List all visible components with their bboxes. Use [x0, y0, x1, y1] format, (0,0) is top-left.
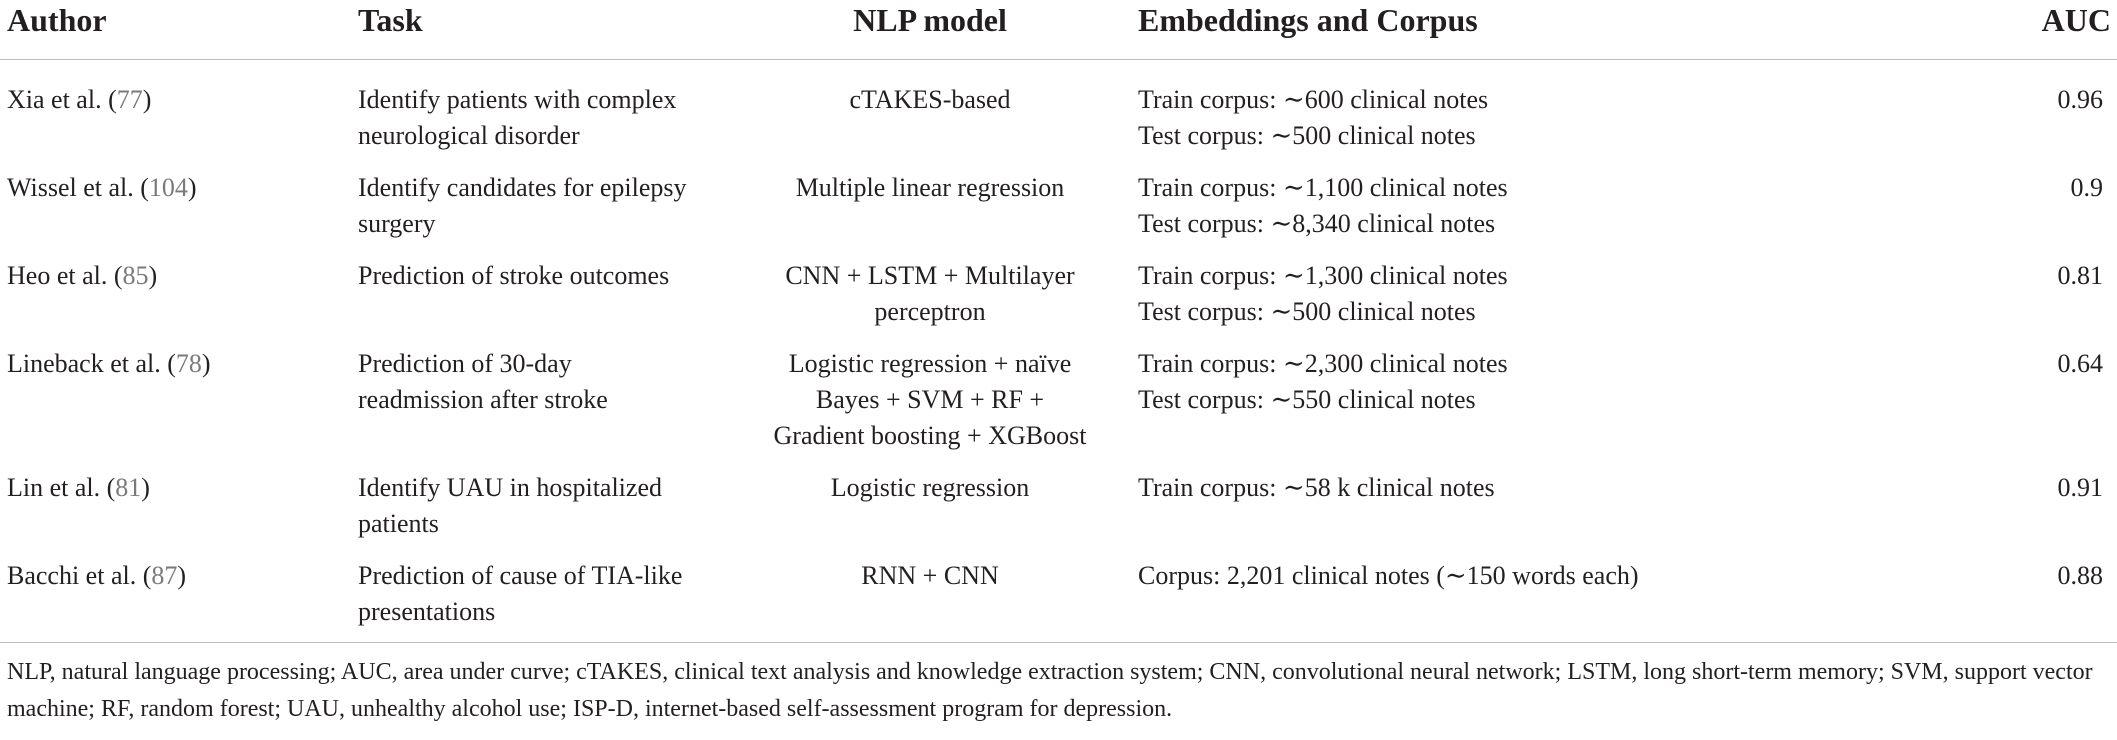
auc-cell: 0.64	[2057, 349, 2104, 378]
task-cell: Identify UAU in hospitalized patients	[358, 473, 662, 538]
header-author: Author	[0, 0, 350, 60]
author-cell: Wissel et al. (104)	[0, 170, 350, 258]
reference-link[interactable]: 78	[175, 349, 202, 378]
author-name: Heo et al. (	[7, 261, 123, 290]
nlp-model-cell: RNN + CNN	[730, 558, 1130, 643]
task-cell: Prediction of cause of TIA-like presenta…	[350, 558, 730, 643]
author-paren-close: )	[177, 561, 187, 590]
corpus-line: Train corpus: ∼58 k clinical notes	[1138, 473, 1495, 502]
table-row: Bacchi et al. (87)Prediction of cause of…	[0, 558, 2117, 643]
corpus-line: Train corpus: ∼1,100 clinical notes	[1138, 173, 1508, 202]
nlp-model-cell: cTAKES-based	[849, 85, 1011, 114]
corpus-line: Train corpus: ∼2,300 clinical notes	[1138, 349, 1508, 378]
author-paren-close: )	[201, 349, 211, 378]
auc-cell: 0.91	[2057, 473, 2104, 502]
author-name: Bacchi et al. (	[7, 561, 152, 590]
task-cell: Identify candidates for epilepsy surgery	[358, 173, 687, 238]
author-cell: Lineback et al. (78)	[0, 346, 350, 470]
auc-cell: 0.9	[2070, 173, 2104, 202]
embeddings-cell: Train corpus: ∼58 k clinical notes	[1130, 470, 1757, 558]
auc-cell: 0.96	[2057, 85, 2104, 114]
author-paren-close: )	[142, 85, 152, 114]
author-name: Lin et al. (	[7, 473, 116, 502]
author-cell: Xia et al. (77)	[0, 60, 350, 171]
nlp-models-table: Author Task NLP model Embeddings and Cor…	[0, 0, 2117, 643]
author-cell: Lin et al. (81)	[0, 470, 350, 558]
nlp-model-cell: Multiple linear regression	[795, 173, 1065, 202]
header-nlp-model: NLP model	[730, 0, 1130, 60]
nlp-model-cell: Logistic regression	[830, 473, 1030, 502]
table-footnote: NLP, natural language processing; AUC, a…	[7, 659, 2093, 722]
author-name: Xia et al. (	[7, 85, 117, 114]
task-cell: Identify patients with complex neurologi…	[358, 85, 677, 150]
task-cell: Prediction of 30-day readmission after s…	[358, 349, 608, 414]
nlp-model-cell: CNN + LSTM + Multilayer perceptron	[785, 261, 1075, 326]
corpus-line: Test corpus: ∼550 clinical notes	[1138, 385, 1476, 414]
nlp-model-cell: Logistic regression + naïve Bayes + SVM …	[773, 349, 1087, 450]
auc-cell: 0.88	[1757, 558, 2117, 643]
table-row: Heo et al. (85) Prediction of stroke outc…	[0, 258, 2117, 346]
corpus-line: Test corpus: ∼500 clinical notes	[1138, 121, 1476, 150]
corpus-line: Train corpus: ∼600 clinical notes	[1138, 85, 1489, 114]
auc-cell: 0.81	[2057, 261, 2104, 290]
header-task: Task	[350, 0, 730, 60]
header-auc: AUC	[1757, 0, 2117, 60]
corpus-line: Test corpus: ∼8,340 clinical notes	[1138, 209, 1496, 238]
author-paren-close: )	[187, 173, 197, 202]
task-cell: Prediction of stroke outcomes	[358, 261, 670, 290]
author-cell: Heo et al. (85)	[0, 258, 350, 346]
corpus-line: Test corpus: ∼500 clinical notes	[1138, 297, 1476, 326]
reference-link[interactable]: 85	[122, 261, 149, 290]
reference-link[interactable]: 81	[115, 473, 142, 502]
corpus-line: Corpus: 2,201 clinical notes (∼150 words…	[1138, 561, 1639, 590]
author-paren-close: )	[148, 261, 158, 290]
table-row: Lin et al. (81)Identify UAU in hospitali…	[0, 470, 2117, 558]
table-row: Xia et al. (77)Identify patients with co…	[0, 60, 2117, 171]
reference-link[interactable]: 87	[151, 561, 178, 590]
reference-link[interactable]: 104	[148, 173, 188, 202]
corpus-line: Train corpus: ∼1,300 clinical notes	[1138, 261, 1508, 290]
header-row: Author Task NLP model Embeddings and Cor…	[0, 0, 2117, 60]
author-name: Lineback et al. (	[7, 349, 176, 378]
author-name: Wissel et al. (	[7, 173, 149, 202]
embeddings-cell: Corpus: 2,201 clinical notes (∼150 words…	[1130, 558, 1757, 643]
table-row: Wissel et al. (104)Identify candidates f…	[0, 170, 2117, 258]
table-row: Lineback et al. (78)Prediction of 30-day…	[0, 346, 2117, 470]
reference-link[interactable]: 77	[116, 85, 143, 114]
author-paren-close: )	[141, 473, 150, 502]
header-embeddings: Embeddings and Corpus	[1130, 0, 1757, 60]
author-cell: Bacchi et al. (87)	[0, 558, 350, 643]
